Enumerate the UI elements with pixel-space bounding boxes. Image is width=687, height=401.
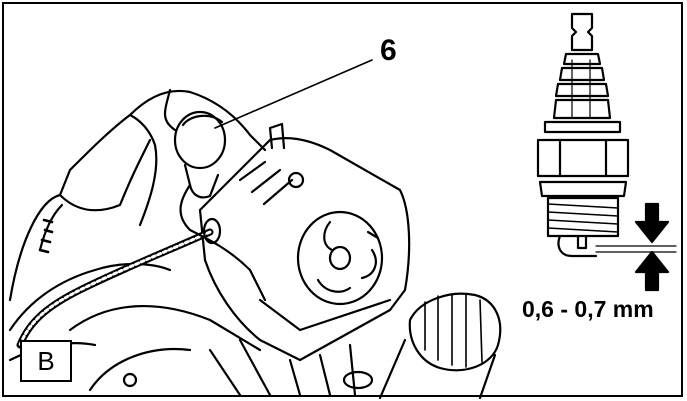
lower-housing	[122, 338, 374, 397]
gap-measurement-label: 0,6 - 0,7 mm	[522, 296, 654, 322]
exhaust-outlet	[296, 210, 384, 306]
spark-plug-icon	[536, 12, 630, 258]
fuel-cap	[378, 292, 502, 400]
callout-number: 6	[380, 34, 397, 67]
arrow-down-icon	[634, 202, 670, 244]
arrow-up-icon	[634, 250, 670, 292]
ignition-cable	[16, 183, 267, 349]
callout-leader-line	[214, 59, 373, 129]
figure-frame	[2, 2, 683, 397]
figure-badge: B	[20, 340, 72, 382]
cylinder-block	[198, 122, 411, 362]
